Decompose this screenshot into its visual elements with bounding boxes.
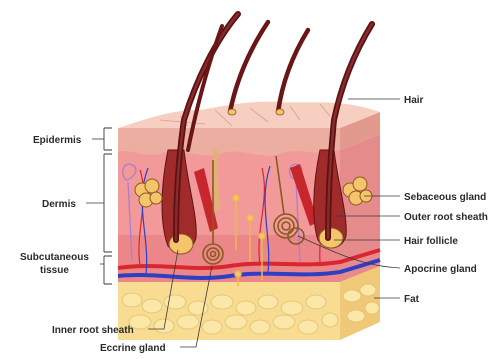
label-hair-follicle: Hair follicle — [404, 236, 458, 247]
epidermis-front — [118, 128, 340, 156]
label-fat: Fat — [404, 294, 420, 305]
label-epidermis: Epidermis — [33, 135, 82, 146]
left-brackets — [86, 128, 112, 284]
label-eccrine-gland: Eccrine gland — [100, 343, 166, 354]
skin-surface — [118, 102, 380, 128]
label-dermis: Dermis — [42, 199, 76, 210]
label-subcutaneous-line1: Subcutaneous — [20, 252, 89, 263]
label-inner-root-sheath: Inner root sheath — [52, 325, 134, 336]
label-apocrine-gland: Apocrine gland — [404, 264, 477, 275]
label-subcutaneous-line2: tissue — [40, 265, 69, 276]
label-outer-root-sheath: Outer root sheath — [404, 212, 488, 223]
skin-block — [118, 14, 380, 340]
label-sebaceous-gland: Sebaceous gland — [404, 192, 486, 203]
label-hair: Hair — [404, 95, 424, 106]
